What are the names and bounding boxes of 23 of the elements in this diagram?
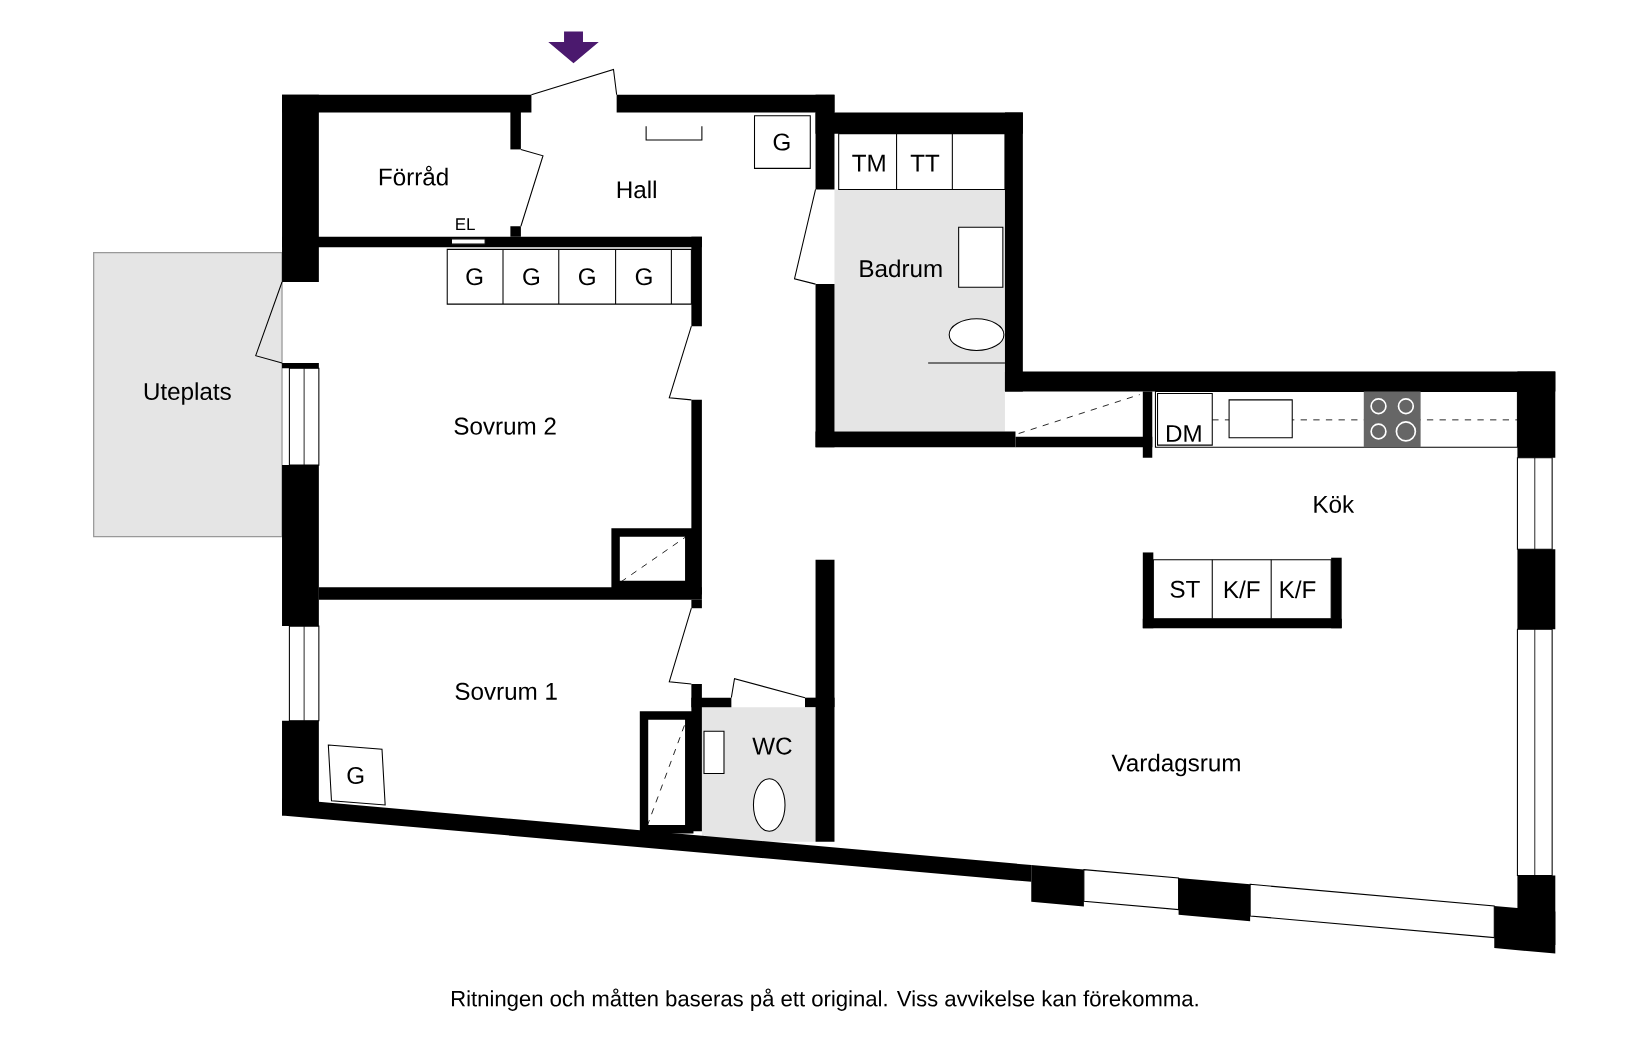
fixture-label: K/F xyxy=(1224,580,1260,599)
fixture-label: G xyxy=(347,767,364,785)
fixture-label: G xyxy=(466,268,483,286)
fixture-label: G xyxy=(773,133,790,151)
fixture-label: TT xyxy=(910,154,940,172)
room-label: Hall xyxy=(617,180,656,199)
fixture-label: G xyxy=(635,268,652,286)
room-label: Sovrum 1 xyxy=(455,682,557,701)
fixture-label: K/F xyxy=(1280,580,1316,599)
room-label: Vardagsrum xyxy=(1111,753,1240,777)
room-label: Förråd xyxy=(379,166,448,186)
fixture-label: G xyxy=(579,268,595,286)
caption: Ritningen och måtten baseras på ett original. Viss avvikelse kan förekomma. xyxy=(452,988,1198,1011)
room-label: Uteplats xyxy=(144,382,231,405)
room-label: Badrum xyxy=(860,259,942,278)
fixture-label: EL xyxy=(456,218,475,231)
room-label: WC xyxy=(752,737,792,755)
fixture-label: ST xyxy=(1170,580,1200,598)
fixture-label: DM xyxy=(1167,425,1201,442)
room-label: Sovrum 2 xyxy=(454,417,556,435)
fixture-label: G xyxy=(523,268,539,286)
fixture-label: TM xyxy=(852,154,885,172)
room-label: Kök xyxy=(1314,495,1355,514)
